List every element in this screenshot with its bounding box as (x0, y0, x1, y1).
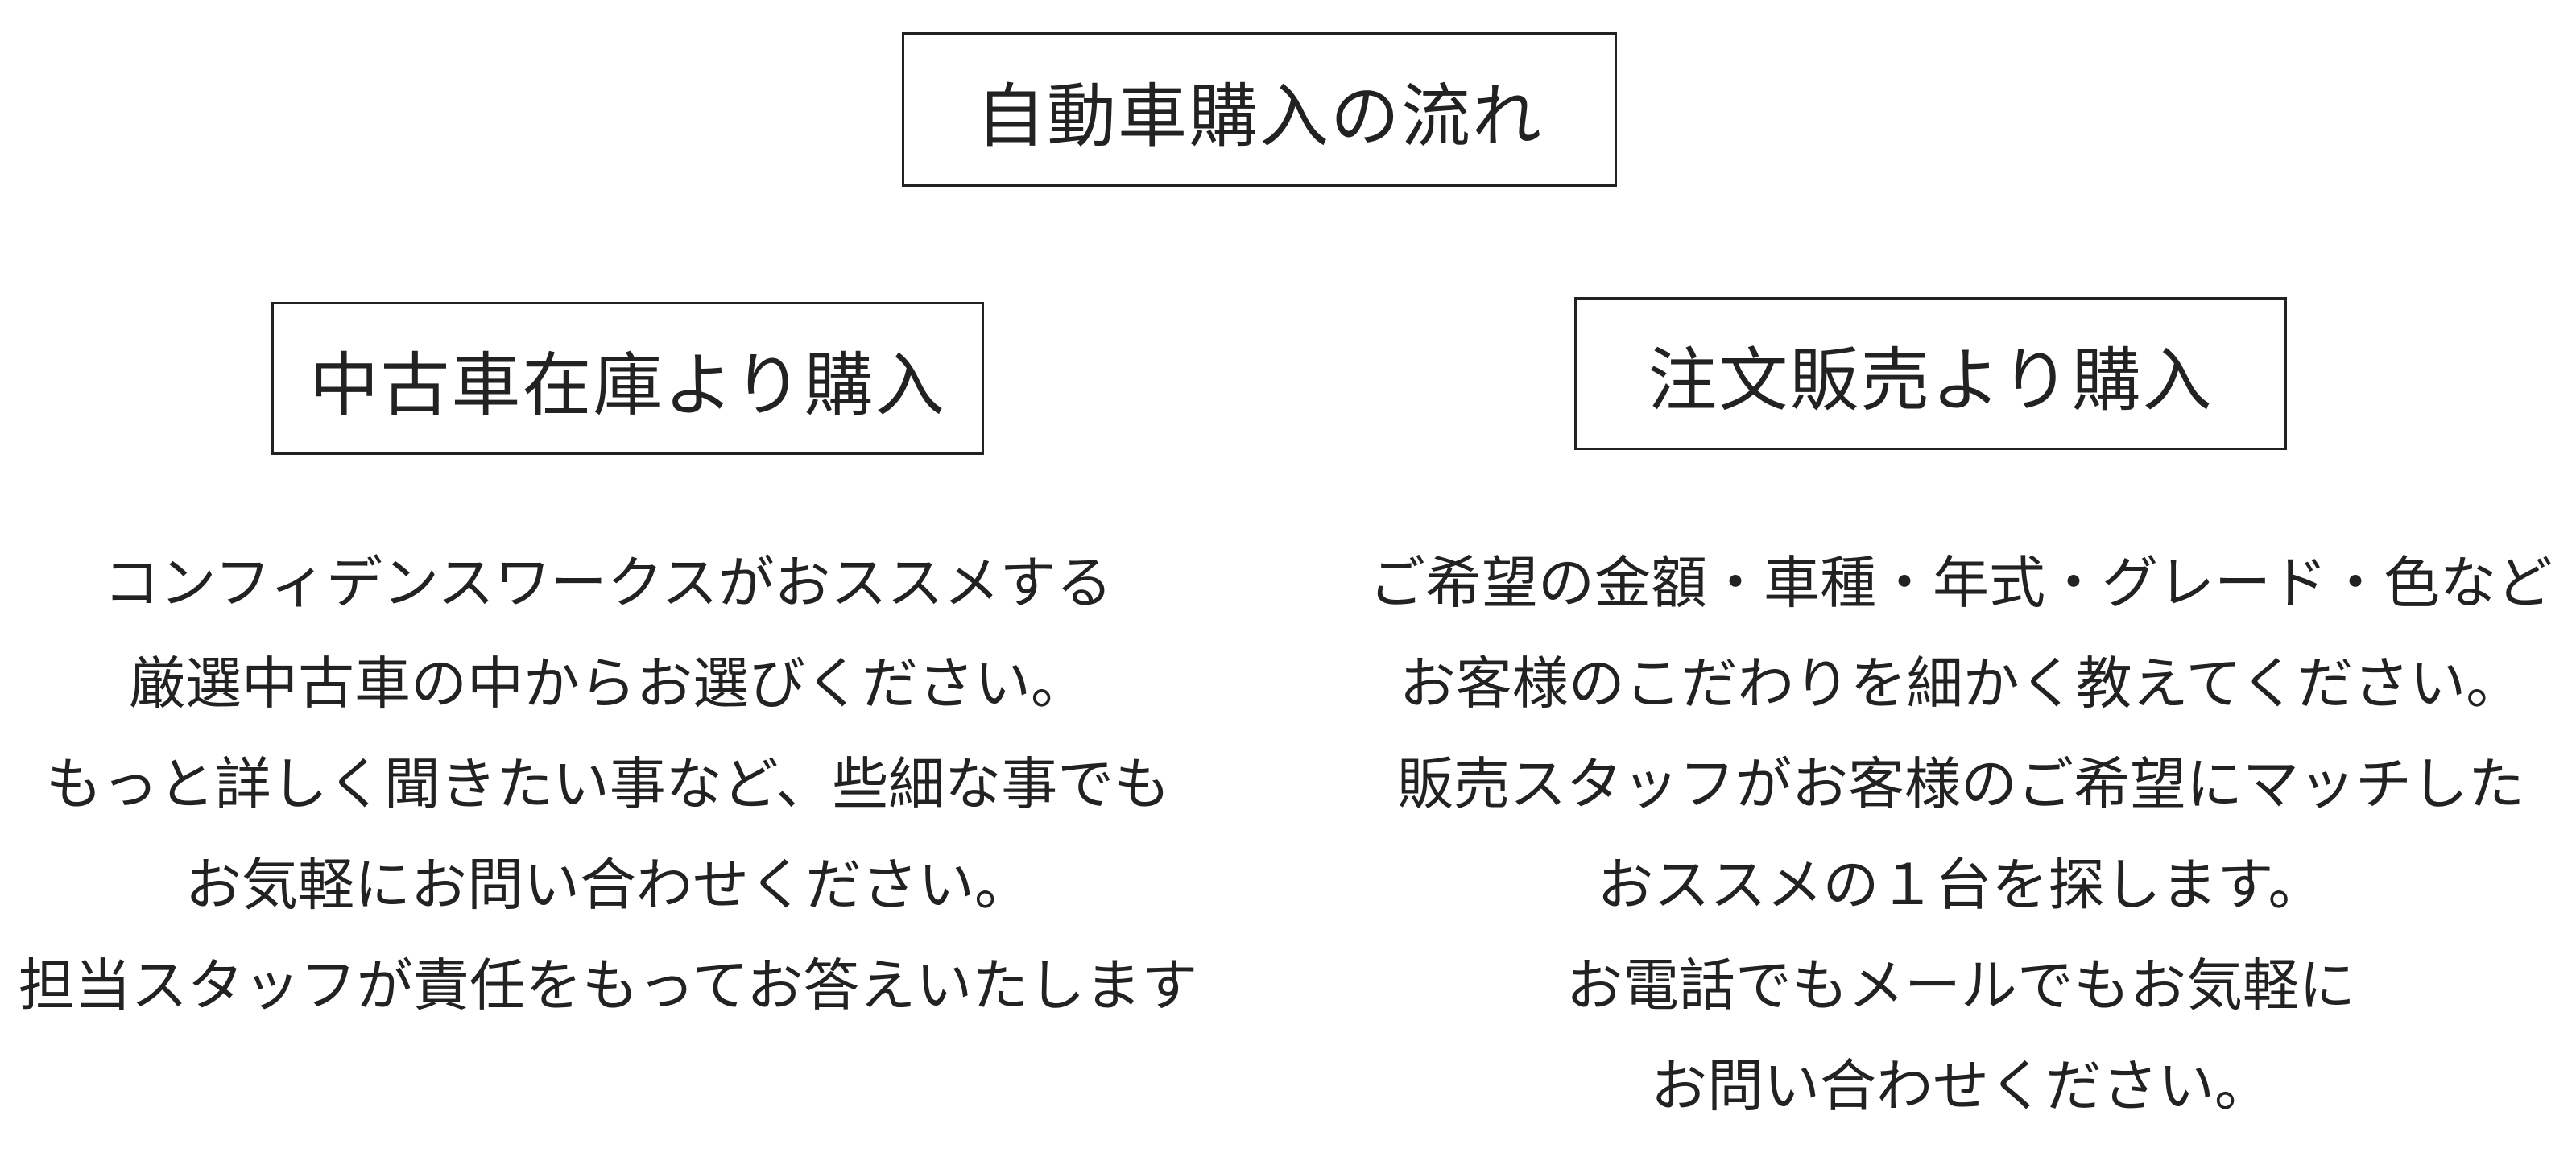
description-line: お客様のこだわりを細かく教えてください。 (1399, 651, 2523, 717)
description-line: 販売スタッフがお客様のご希望にマッチした (1397, 751, 2524, 817)
description-line: もっと詳しく聞きたい事など、些細な事でも (45, 751, 1171, 817)
used-car-heading-text: 中古車在庫より購入 (309, 345, 946, 426)
description-line: ご希望の金額・車種・年式・グレード・色など (1369, 550, 2553, 616)
used-car-heading: 中古車在庫より購入 (271, 302, 984, 455)
description-line: コンフィデンスワークスがおススメする (103, 550, 1113, 616)
description-line: 厳選中古車の中からお選びください。 (129, 651, 1087, 717)
description-line: 担当スタッフが責任をもってお答えいたします (18, 952, 1198, 1018)
description-line: お問い合わせください。 (1651, 1053, 2271, 1119)
description-line: おススメの１台を探します。 (1597, 852, 2325, 918)
page-title-text: 自動車購入の流れ (976, 76, 1543, 157)
page-title: 自動車購入の流れ (902, 32, 1617, 187)
order-sale-heading-text: 注文販売より購入 (1648, 340, 2214, 421)
order-sale-description: ご希望の金額・車種・年式・グレード・色など お客様のこだわりを細かく教えてくださ… (1353, 533, 2569, 1137)
order-sale-heading: 注文販売より購入 (1574, 297, 2287, 450)
used-car-description: コンフィデンスワークスがおススメする 厳選中古車の中からお選びください。 もっと… (0, 533, 1216, 1036)
description-line: お電話でもメールでもお気軽に (1566, 952, 2355, 1018)
description-line: お気軽にお問い合わせください。 (185, 852, 1031, 918)
